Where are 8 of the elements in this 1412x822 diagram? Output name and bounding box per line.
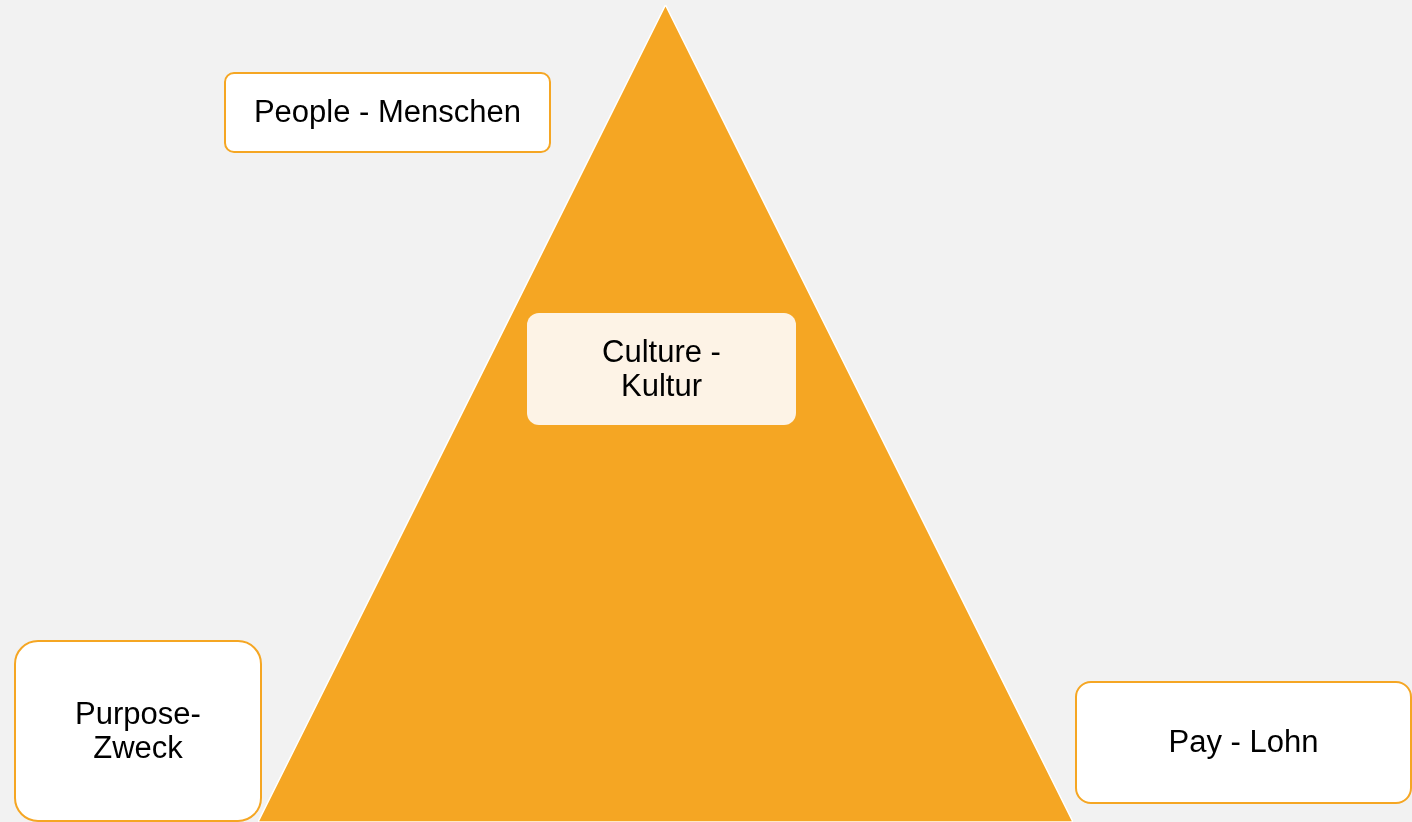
label-text: People - Menschen (253, 95, 522, 130)
label-box (14, 640, 262, 822)
label-text: Culture - Kultur (601, 334, 722, 404)
label-text: Pay - Lohn (1168, 725, 1319, 760)
label-box (527, 313, 796, 425)
label-box (1075, 681, 1412, 804)
label-text: Purpose- Zweck (74, 696, 202, 766)
label-box (224, 72, 551, 153)
